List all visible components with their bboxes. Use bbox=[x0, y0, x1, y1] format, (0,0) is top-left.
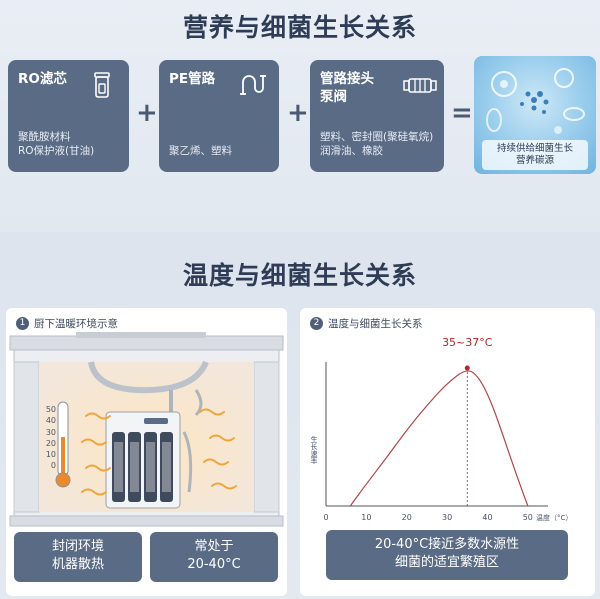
card-name-line: 管路接头 bbox=[320, 71, 374, 87]
x-tick-label: 20 bbox=[402, 513, 412, 522]
x-tick-label: 30 bbox=[442, 513, 452, 522]
card-name: PE管路 bbox=[169, 71, 216, 87]
panel-title: 2 温度与细菌生长关系 bbox=[310, 316, 423, 331]
label-line: 封闭环境 bbox=[51, 539, 104, 554]
peak-label: 35~37°C bbox=[442, 336, 493, 349]
peak-marker bbox=[464, 365, 470, 371]
label-line: 细菌的适宜繁殖区 bbox=[394, 555, 499, 570]
bacteria-icon bbox=[486, 68, 585, 134]
card-pipe-fitting: 管路接头 泵阀 塑料、密封圈(聚硅氧烷) 润滑油、橡胶 bbox=[310, 60, 444, 172]
plus-sign: + bbox=[287, 98, 309, 128]
card-desc-line: RO保护液(甘油) bbox=[18, 145, 95, 157]
x-tick-label: 0 bbox=[323, 513, 328, 522]
card-ro-filter: RO滤芯 聚酰胺材料 RO保护液(甘油) bbox=[8, 60, 129, 172]
card-desc-line: 聚乙烯、塑料 bbox=[169, 145, 232, 157]
label-temperature-range: 常处于 20-40°C bbox=[150, 532, 278, 582]
x-axis-label: 温度（°C） bbox=[536, 513, 572, 522]
equals-sign: = bbox=[451, 98, 473, 128]
panel-number: 1 bbox=[16, 317, 29, 330]
thermo-tick: 10 bbox=[45, 450, 56, 460]
label-line: 常处于 bbox=[194, 539, 234, 554]
panel-title: 1 厨下温暖环境示意 bbox=[16, 316, 118, 331]
pipe-fitting-icon bbox=[403, 78, 437, 93]
thermo-tick: 0 bbox=[50, 461, 56, 471]
panel-number: 2 bbox=[310, 317, 323, 330]
card-desc-line: 聚酰胺材料 bbox=[18, 131, 71, 143]
card-pe-pipe: PE管路 聚乙烯、塑料 bbox=[159, 60, 279, 172]
card-desc: 聚乙烯、塑料 bbox=[169, 144, 232, 158]
label-line: 机器散热 bbox=[51, 557, 104, 572]
label-line: 20-40°C bbox=[187, 557, 241, 572]
kitchen-cabinet-illustration bbox=[9, 332, 284, 527]
result-line: 营养碳源 bbox=[515, 155, 554, 166]
panel-kitchen-environment: 1 厨下温暖环境示意 bbox=[6, 308, 287, 596]
y-axis-label: 生长速率 bbox=[310, 435, 318, 465]
thermo-tick: 30 bbox=[45, 427, 56, 437]
x-tick-label: 50 bbox=[523, 513, 533, 522]
section-title-nutrition: 营养与细菌生长关系 bbox=[182, 13, 417, 42]
plus-sign: + bbox=[136, 98, 158, 128]
growth-curve bbox=[349, 370, 529, 507]
label-line: 20-40°C接近多数水源性 bbox=[374, 537, 520, 552]
card-name: RO滤芯 bbox=[18, 71, 67, 87]
card-desc-line: 塑料、密封圈(聚硅氧烷) bbox=[320, 131, 434, 143]
x-tick-label: 10 bbox=[361, 513, 371, 522]
section-title-temperature: 温度与细菌生长关系 bbox=[182, 261, 417, 290]
panel-title-text: 温度与细菌生长关系 bbox=[328, 318, 423, 330]
card-desc: 塑料、密封圈(聚硅氧烷) 润滑油、橡胶 bbox=[320, 130, 433, 158]
label-breeding-zone: 20-40°C接近多数水源性 细菌的适宜繁殖区 bbox=[326, 530, 568, 580]
result-line: 持续供给细菌生长 bbox=[496, 143, 573, 154]
x-ticks: 0 10 20 30 40 50 bbox=[323, 513, 532, 522]
card-name: 管路接头 泵阀 bbox=[320, 70, 374, 106]
card-desc-line: 润滑油、橡胶 bbox=[320, 145, 383, 157]
card-desc: 聚酰胺材料 RO保护液(甘油) bbox=[18, 130, 94, 158]
thermo-tick: 40 bbox=[45, 416, 56, 426]
filter-cartridge-icon bbox=[94, 72, 110, 98]
thermo-tick: 50 bbox=[45, 405, 56, 414]
result-label: 持续供给细菌生长 营养碳源 bbox=[482, 140, 588, 170]
growth-chart: 35~37°C 生长速率 0 10 20 30 40 50 温度（°C） bbox=[310, 336, 572, 522]
thermometer-scale: 50 40 30 20 10 0 bbox=[42, 404, 56, 472]
thermo-tick: 20 bbox=[45, 438, 56, 448]
panel-title-text: 厨下温暖环境示意 bbox=[34, 318, 118, 330]
x-tick-label: 40 bbox=[482, 513, 492, 522]
bacteria-illustration: 持续供给细菌生长 营养碳源 bbox=[474, 56, 596, 174]
pipe-icon bbox=[240, 75, 266, 95]
card-name-line: 泵阀 bbox=[320, 89, 347, 105]
label-closed-environment: 封闭环境 机器散热 bbox=[14, 532, 142, 582]
